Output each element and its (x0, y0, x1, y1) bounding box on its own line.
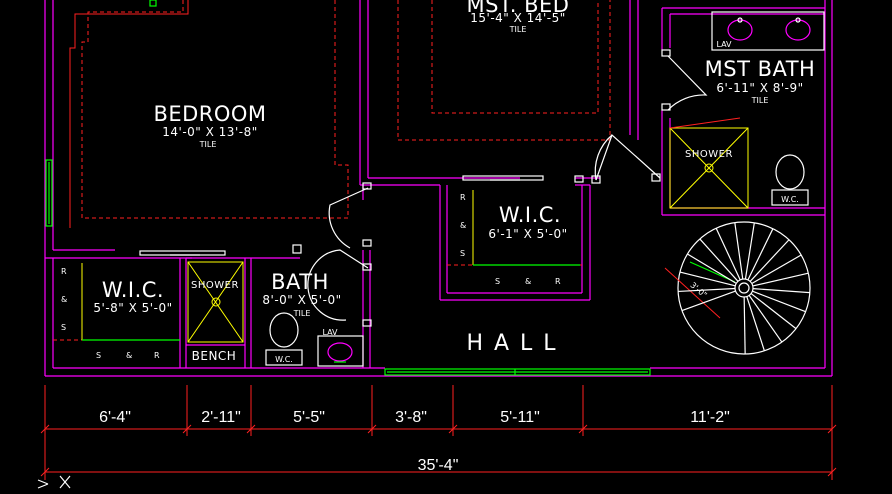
wc-left-label: W.C. (275, 355, 293, 364)
shelf-mark-c5: & (525, 277, 531, 286)
bedroom-name: BEDROOM (153, 102, 266, 126)
mst-bed-finish: TILE (509, 25, 527, 34)
wic-left-size: 5'-8" X 5'-0" (93, 301, 172, 315)
stair-width-label: 3'-0" (688, 281, 708, 300)
stair-tread (746, 296, 765, 351)
dim-tick (367, 424, 377, 434)
wic-left-name: W.I.C. (102, 278, 164, 302)
mst-bath-size: 6'-11" X 8'-9" (716, 81, 803, 95)
shelf-mark-c4: S (495, 277, 500, 286)
mst-bath-finish: TILE (751, 96, 769, 105)
dim-segment-4: 3'-8" (395, 409, 427, 426)
stair-tread (752, 272, 809, 287)
dim-tick (827, 467, 837, 477)
stair-tread (751, 254, 802, 285)
dim-segment-1: 6'-4" (99, 409, 131, 426)
shower-left-label: SHOWER (191, 280, 239, 291)
stair-tread (744, 222, 755, 280)
dimension-string (40, 385, 837, 480)
dim-tick (246, 424, 256, 434)
spiral-stair (664, 221, 811, 355)
fixture-labels: SHOWER SHOWER BENCH W.C. W.C. LAV LAV 3'… (61, 40, 799, 364)
wic-center-size: 6'-1" X 5'-0" (488, 227, 567, 241)
mst-bed-name: MST. BED (467, 0, 570, 17)
wic-center-name: W.I.C. (499, 203, 561, 227)
dim-total: 35'-4" (418, 457, 459, 474)
shelf-mark-c3: S (460, 249, 465, 258)
stair-tread (743, 296, 746, 355)
shower-right (669, 117, 749, 209)
wc-right (771, 154, 809, 206)
hall-name: H A L L (466, 331, 557, 356)
room-labels: MST. BED 15'-4" X 14'-5" TILE BEDROOM 14… (93, 0, 816, 356)
stair-tread (681, 290, 736, 312)
ucs-icon (37, 475, 71, 489)
stair-tread (750, 293, 797, 330)
stair-tread (687, 253, 737, 284)
bath-finish: TILE (293, 309, 311, 318)
stair-tread (747, 228, 774, 281)
stair-tread (752, 290, 806, 313)
shelf-mark-l3: S (61, 323, 66, 332)
dim-tick (182, 424, 192, 434)
lav-top (711, 11, 825, 51)
stair-tread (748, 295, 783, 343)
dim-tick (40, 424, 50, 434)
shower-left (187, 261, 244, 343)
lav-bottom (317, 335, 364, 367)
dim-segment-3: 5'-5" (293, 409, 325, 426)
shelf-mark-c6: R (555, 277, 561, 286)
stair-tread (679, 271, 736, 287)
bench-label: BENCH (192, 349, 237, 363)
wc-left (265, 312, 303, 366)
exterior-walls (44, 0, 833, 377)
mst-bed-size: 15'-4" X 14'-5" (470, 11, 565, 25)
stair-tread (715, 227, 741, 281)
shelf-mark-l2: & (61, 295, 67, 304)
lav-bottom-label: LAV (322, 328, 338, 337)
stair-tread (699, 238, 739, 282)
stair-tread (752, 288, 810, 294)
bath-name: BATH (271, 270, 329, 294)
doors (139, 49, 708, 327)
mst-bath-name: MST BATH (705, 57, 816, 81)
shelf-mark-l5: & (126, 351, 132, 360)
dim-segment-5: 5'-11" (500, 409, 540, 426)
closet-shelves (81, 190, 580, 341)
dim-tick (578, 424, 588, 434)
shelf-mark-c2: & (460, 221, 466, 230)
shelf-mark-l4: S (96, 351, 101, 360)
dim-tick (40, 467, 50, 477)
shelf-mark-l6: R (154, 351, 160, 360)
wc-right-label: W.C. (781, 195, 799, 204)
stair-tread (749, 239, 790, 282)
dim-segment-2: 2'-11" (201, 409, 241, 426)
shelf-mark-l1: R (61, 267, 67, 276)
windows (45, 0, 651, 376)
dimension-labels: 6'-4" 2'-11" 5'-5" 3'-8" 5'-11" 11'-2" 3… (99, 409, 730, 474)
ceiling-lines (53, 0, 611, 341)
dim-tick (827, 424, 837, 434)
shower-right-label: SHOWER (685, 149, 733, 160)
dim-tick (448, 424, 458, 434)
dim-segment-6: 11'-2" (690, 409, 730, 426)
lav-top-label: LAV (716, 40, 732, 49)
bath-size: 8'-0" X 5'-0" (262, 293, 341, 307)
stair-tread (678, 287, 736, 293)
bedroom-size: 14'-0" X 13'-8" (162, 125, 257, 139)
shelf-mark-c1: R (460, 193, 466, 202)
bedroom-finish: TILE (199, 140, 217, 149)
stair-tread (734, 222, 744, 280)
